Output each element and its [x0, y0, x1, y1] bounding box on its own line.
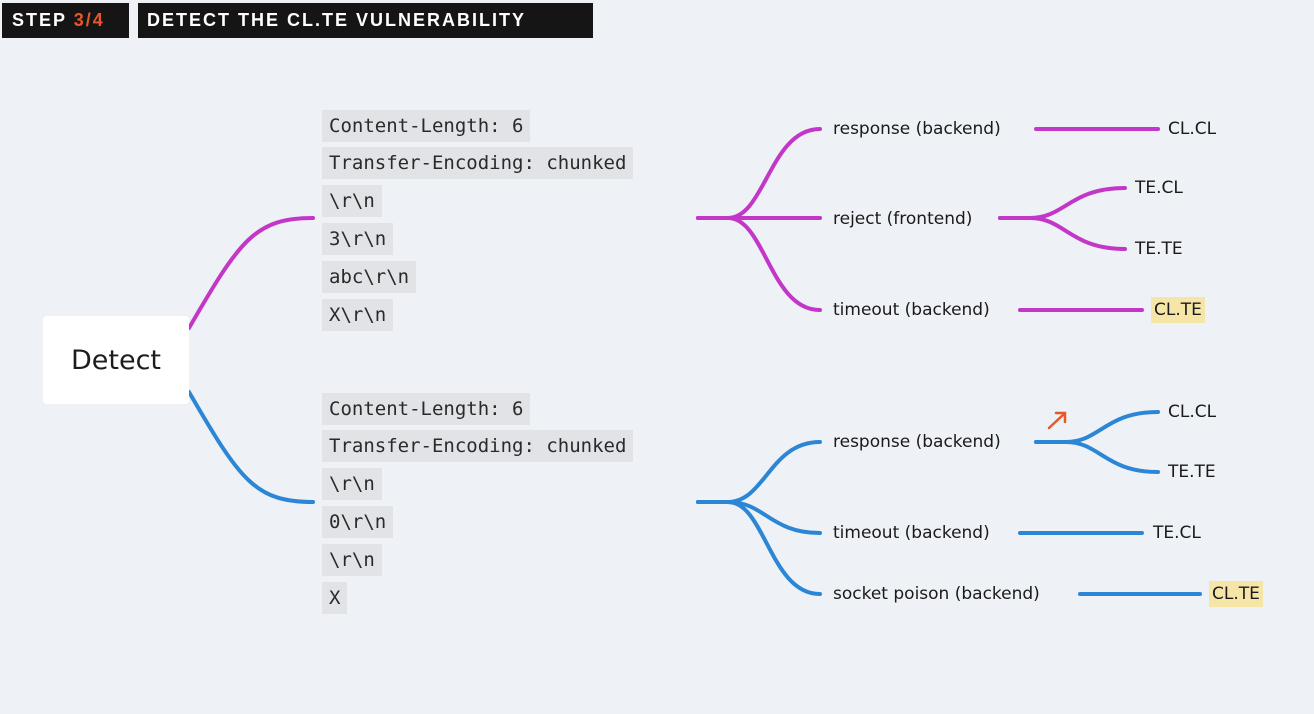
bottom-request-line: Transfer-Encoding: chunked	[322, 430, 634, 462]
bottom-result-tecl: TE.CL	[1153, 523, 1201, 543]
top-result-tecl: TE.CL	[1135, 178, 1183, 198]
bottom-to-socket-poison	[696, 500, 822, 596]
bottom-outcome-response: response (backend)	[833, 432, 1001, 452]
top-request-line: \r\n	[322, 185, 382, 217]
bottom-result-tete: TE.TE	[1168, 462, 1216, 482]
bottom-request-line: X	[322, 582, 348, 614]
top-request-line: 3\r\n	[322, 223, 394, 255]
top-result-tete: TE.TE	[1135, 239, 1183, 259]
top-branch-connectors	[187, 127, 1160, 330]
bottom-outcome-socket-poison: socket poison (backend)	[833, 584, 1040, 604]
step-prefix: STEP	[12, 10, 74, 30]
bottom-result-clcl: CL.CL	[1168, 402, 1217, 422]
top-to-timeout	[696, 216, 822, 312]
step-badge: STEP 3/4	[2, 3, 129, 38]
root-node-detect: Detect	[43, 316, 189, 404]
title-badge: DETECT THE CL.TE VULNERABILITY	[138, 3, 593, 38]
bottom-request-line: \r\n	[322, 544, 382, 576]
top-to-response	[696, 127, 822, 220]
top-request-line: Content-Length: 6	[322, 110, 531, 142]
top-result-clte-highlighted: CL.TE	[1151, 297, 1205, 323]
top-outcome-timeout: timeout (backend)	[833, 300, 990, 320]
root-to-bottom-request	[187, 390, 315, 504]
bottom-request-line: 0\r\n	[322, 506, 394, 538]
top-reject-to-tete	[998, 216, 1127, 251]
top-request-line: X\r\n	[322, 299, 394, 331]
bottom-response-to-clcl	[1034, 410, 1160, 444]
bottom-result-clte-highlighted: CL.TE	[1209, 581, 1263, 607]
bottom-outcome-timeout: timeout (backend)	[833, 523, 990, 543]
top-request-line: abc\r\n	[322, 261, 417, 293]
bottom-request-line: \r\n	[322, 468, 382, 500]
bottom-response-to-tete	[1034, 440, 1160, 474]
top-result-clcl: CL.CL	[1168, 119, 1217, 139]
top-reject-to-tecl	[998, 186, 1127, 220]
bottom-request-line: Content-Length: 6	[322, 393, 531, 425]
step-current: 3/4	[73, 10, 105, 30]
cursor-arrow-icon	[1047, 411, 1067, 430]
top-outcome-reject: reject (frontend)	[833, 209, 973, 229]
top-request-line: Transfer-Encoding: chunked	[322, 147, 634, 179]
top-outcome-response: response (backend)	[833, 119, 1001, 139]
bottom-branch-connectors	[187, 390, 1202, 596]
bottom-to-response	[696, 440, 822, 504]
root-to-top-request	[187, 216, 315, 330]
